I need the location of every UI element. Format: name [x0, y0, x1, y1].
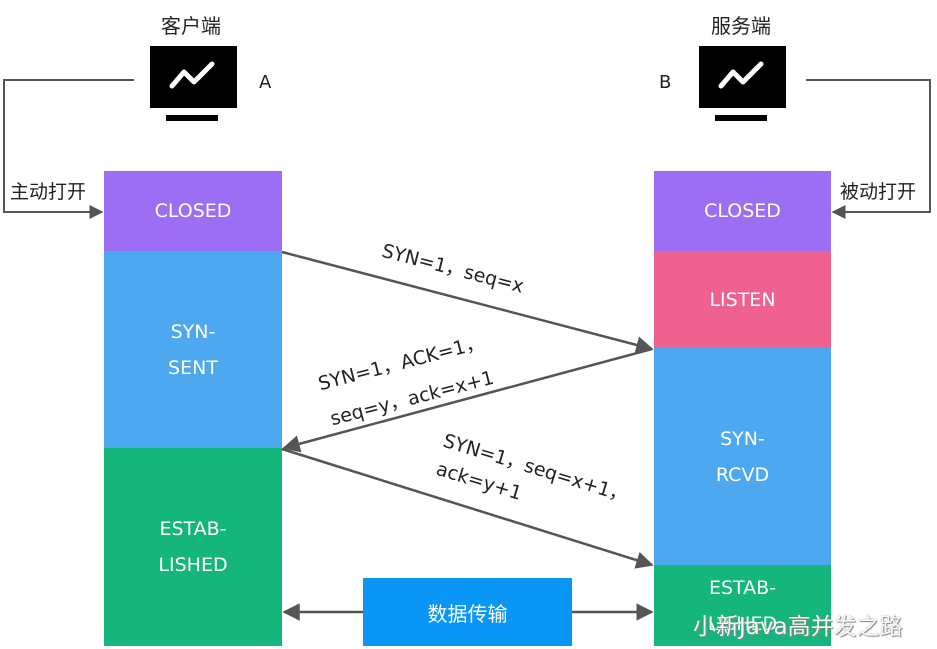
- syn-ack-arrow: [282, 347, 653, 453]
- passive-open-label: 被动打开: [840, 181, 917, 203]
- watermark: 小新Java高并发之路: [693, 614, 903, 640]
- syn-arrow: [281, 250, 654, 354]
- client-title: 客户端: [161, 14, 221, 38]
- ack-arrow: [281, 447, 654, 569]
- client-state-syn-sent: SYN- SENT: [104, 251, 282, 448]
- client-state-established: ESTAB- LISHED: [104, 448, 282, 646]
- client-monitor-icon: [150, 46, 237, 121]
- server-state-listen: LISTEN: [654, 251, 831, 348]
- client-state-closed: CLOSED: [104, 171, 282, 251]
- server-state-established: ESTAB- LISHED: [654, 565, 831, 646]
- server-state-closed: CLOSED: [654, 171, 831, 251]
- server-letter: B: [659, 72, 672, 93]
- passive-open-connector: [806, 79, 931, 219]
- data-transfer-box: 数据传输: [363, 578, 572, 646]
- server-state-syn-rcvd: SYN- RCVD: [654, 348, 831, 565]
- active-open-connector: [3, 79, 134, 219]
- client-letter: A: [259, 72, 272, 93]
- server-monitor-icon: [699, 46, 786, 121]
- active-open-label: 主动打开: [10, 181, 87, 203]
- server-title: 服务端: [711, 14, 771, 38]
